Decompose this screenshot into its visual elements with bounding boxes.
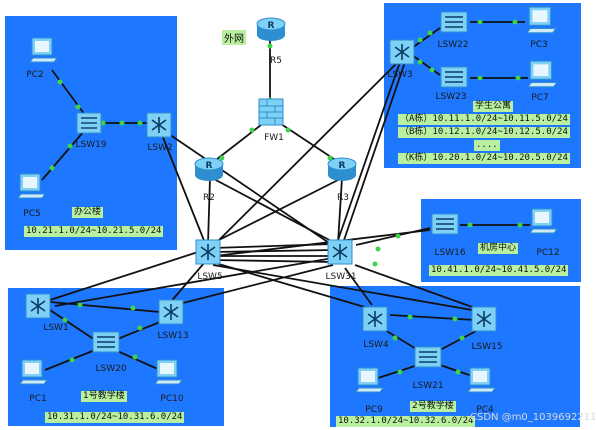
link-lsw20-pc10 [114,349,161,371]
office-subnet: 10.21.1.0/24~10.21.5.0/24 [24,226,164,237]
switch-lsw21[interactable] [414,346,442,368]
pc-pc1-label: PC1 [29,394,47,404]
core-switch-lsw31[interactable] [326,238,354,266]
core-switch-lsw5[interactable] [194,238,222,266]
link-lsw5-lsw31-b [212,249,334,253]
machine-room-subnet: 10.41.1.0/24~10.41.5.0/24 [429,265,569,276]
port-indicators [49,19,523,375]
switch-lsw16-label: LSW16 [434,248,466,258]
watermark: CSDN @m0_1039692211 [470,412,596,423]
pc-pc10-label: PC10 [160,394,184,404]
switch-lsw20-label: LSW20 [95,364,127,374]
link-lsw13-lsw5 [167,261,206,306]
link-lsw1-lsw5 [49,251,199,301]
dorm-subnet-a: （A栋）10.11.1.0/24~10.11.5.0/24 [398,114,570,125]
link-lsw4-lsw31 [344,267,373,306]
pc-pc5-label: PC5 [23,209,41,219]
firewall-fw1[interactable] [258,98,284,126]
switch-lsw15[interactable] [470,305,498,333]
pc-pc10[interactable] [153,358,183,388]
switch-lsw1[interactable] [24,292,52,320]
link-lsw4-lsw15 [389,314,476,321]
link-lsw15-lsw5 [212,264,473,311]
office-name: 办公楼 [72,207,104,218]
link-lsw4-lsw21 [384,329,419,351]
pc-pc7-label: PC7 [531,93,549,103]
pc-pc5[interactable] [16,172,46,202]
svg-text:R: R [206,161,213,171]
link-r3-lsw31 [337,177,343,244]
switch-lsw2-label: LSW2 [147,143,173,153]
pc-pc3[interactable] [525,4,557,38]
machine-room-name: 机房中心 [478,243,519,254]
switch-lsw22[interactable] [440,11,468,33]
external-network-label: 外网 [222,30,246,45]
pc-pc12[interactable] [528,206,558,238]
switch-lsw19-label: LSW19 [75,140,107,150]
link-lsw3-lsw23 [411,54,441,76]
switch-lsw16[interactable] [431,213,459,235]
pc-pc4[interactable] [466,366,496,396]
link-lsw1-lsw20 [49,309,96,341]
switch-lsw3-label: LSW3 [387,70,413,80]
dorm-subnet-b: （B栋）10.12.1.0/24~10.12.5.0/24 [398,127,570,138]
switch-lsw13-label: LSW13 [157,331,189,341]
router-r5-label: R5 [270,56,282,66]
teaching2-name: 2号教学楼 [410,401,456,412]
link-lsw3-lsw31-a [336,61,401,244]
dorm-subnet-k: （K栋）10.20.1.0/24~10.20.5.0/24 [398,153,570,164]
switch-lsw2[interactable] [145,111,173,139]
switch-lsw19[interactable] [76,112,102,134]
switch-lsw4[interactable] [361,305,389,333]
link-lsw13-lsw31 [174,264,334,306]
router-r3-label: R3 [337,193,349,203]
switch-lsw21-label: LSW21 [412,381,444,391]
pc-pc2[interactable] [28,36,58,66]
teaching1-name: 1号教学楼 [81,391,127,402]
switch-lsw20[interactable] [92,331,120,353]
switch-lsw23[interactable] [440,66,468,88]
teaching1-subnet: 10.31.1.0/24~10.31.6.0/24 [45,412,185,423]
link-lsw15-lsw31 [354,264,476,309]
pc-pc1[interactable] [18,358,48,388]
pc-pc2-label: PC2 [26,70,44,80]
firewall-fw1-label: FW1 [264,133,284,143]
link-lsw1-lsw31 [54,257,334,307]
pc-pc9-label: PC9 [365,405,383,415]
switch-lsw15-label: LSW15 [471,342,503,352]
link-lsw16-lsw5 [214,229,431,257]
link-r2-lsw5 [207,177,211,244]
router-r3[interactable]: R [327,156,357,182]
pc-pc4-label: PC4 [476,405,494,415]
dorm-subnet-ellipsis: .... [474,140,500,151]
switch-lsw3[interactable] [388,38,416,66]
svg-text:R: R [268,21,275,31]
switch-lsw1-label: LSW1 [43,323,69,333]
link-lsw2-lsw31 [162,129,336,248]
link-lsw3-lsw22 [411,27,441,49]
dorm-name: 学生公寓 [473,101,514,112]
link-lsw2-lsw5 [159,129,206,244]
pc-pc3-label: PC3 [530,40,548,50]
core-switch-lsw31-label: LSW31 [325,272,357,282]
router-r5[interactable]: R [256,16,286,42]
teaching2-subnet: 10.32.1.0/24~10.32.6.0/24 [336,416,476,427]
switch-lsw13[interactable] [157,298,185,326]
link-lsw3-lsw5 [211,61,399,248]
link-lsw3-lsw31-b [342,61,406,244]
router-r2[interactable]: R [194,156,224,182]
link-r3-lsw5 [212,177,343,244]
link-lsw19-pc5 [41,129,86,181]
switch-lsw22-label: LSW22 [437,40,469,50]
pc-pc12-label: PC12 [536,248,560,258]
switch-lsw4-label: LSW4 [363,340,389,350]
pc-pc7[interactable] [526,58,558,92]
core-switch-lsw5-label: LSW5 [197,272,223,282]
svg-text:R: R [339,161,346,171]
switch-lsw23-label: LSW23 [435,92,467,102]
link-lsw15-lsw21 [439,329,479,351]
router-r2-label: R2 [203,193,215,203]
pc-pc9[interactable] [354,366,384,396]
